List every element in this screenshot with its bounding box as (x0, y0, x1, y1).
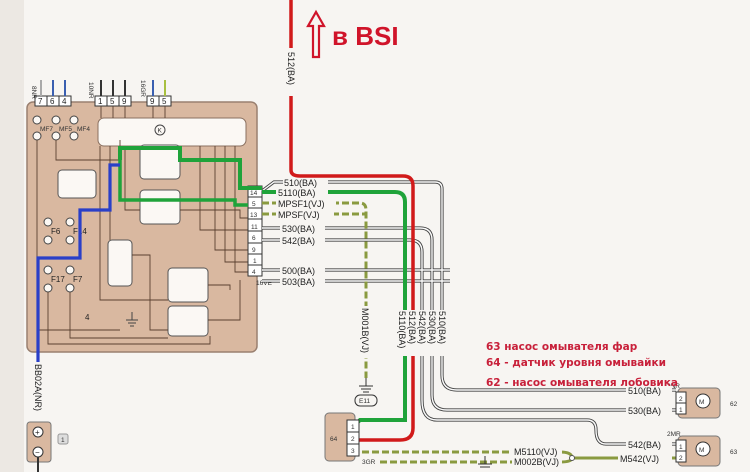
splice-wire (559, 450, 612, 464)
svg-text:10NR: 10NR (87, 82, 94, 99)
bottom-ground-icon (478, 456, 492, 468)
svg-text:2MR: 2MR (667, 431, 681, 438)
svg-text:9: 9 (252, 247, 256, 254)
svg-text:6: 6 (252, 235, 256, 242)
svg-text:7: 7 (38, 97, 43, 106)
svg-text:9: 9 (122, 97, 127, 106)
bundle-label-530: 530(BA) (427, 311, 437, 344)
blue-battery-wire (36, 163, 120, 400)
svg-text:4: 4 (62, 97, 67, 106)
ground-e11-label: E11 (359, 398, 370, 405)
bsi-wire-label: 512(BA) (286, 52, 296, 85)
ground-e11-badge (354, 394, 378, 407)
svg-text:2: 2 (351, 436, 355, 443)
wire-label-5110: 5110(BA) (278, 188, 315, 198)
bsi-label: в BSI (332, 21, 399, 51)
module-k-label: K (158, 128, 163, 135)
svg-text:13: 13 (250, 212, 258, 219)
internal-ground-icon (126, 312, 138, 327)
svg-text:1: 1 (679, 407, 683, 414)
svg-text:63: 63 (730, 449, 738, 456)
top-connector-16gr: 9 5 16GR (139, 80, 172, 107)
fuse-f6: F6 (51, 227, 61, 236)
svg-text:6: 6 (50, 97, 55, 106)
bundle-label-512: 512(BA) (407, 311, 417, 344)
svg-text:5: 5 (162, 97, 167, 106)
pump-63: 1 2 M 2MR 63 (667, 431, 738, 467)
module-k-circle (154, 124, 166, 136)
svg-text:2NR: 2NR (667, 383, 680, 390)
svg-text:8NR: 8NR (30, 86, 37, 99)
wire-label-530: 530(BA) (282, 224, 315, 234)
sensor-64: 1 2 3 64 3GR (324, 412, 376, 466)
battery: + − 1 (26, 421, 69, 472)
wire-label-500: 500(BA) (282, 266, 315, 276)
svg-text:9: 9 (150, 97, 155, 106)
wire-label-542: 542(BA) (282, 236, 315, 246)
svg-text:1: 1 (61, 437, 65, 444)
bundle-label-542: 542(BA) (417, 311, 427, 344)
svg-text:+: + (35, 428, 40, 437)
fuse-box-id: 4 (85, 313, 90, 322)
fuse-mf5: MF5 (59, 126, 72, 133)
pump63-wire-m542: M542(VJ) (620, 454, 659, 464)
svg-text:−: − (35, 448, 40, 457)
pump-62: 2 1 M 2NR 62 (667, 383, 738, 419)
svg-text:1: 1 (98, 97, 103, 106)
svg-text:M: M (699, 447, 704, 454)
ground-wire-label: M001B(VJ) (360, 308, 370, 353)
svg-text:64: 64 (330, 436, 338, 443)
internal-wiring (36, 106, 249, 345)
fuse-f17: F17 (51, 275, 65, 284)
wire-label-m5110: M5110(VJ) (514, 447, 557, 457)
top-connector-10nr: 1 5 9 10NR (87, 80, 132, 107)
pump63-wire-542: 542(BA) (628, 440, 661, 450)
red-bsi-wire (289, 0, 415, 442)
fuses (32, 115, 79, 293)
bundle-label-510: 510(BA) (437, 311, 447, 344)
annotation-62: 62 - насос омывателя лобовика (486, 377, 678, 389)
splice-point (569, 455, 575, 461)
wire-label-mpsf1: MPSF1(VJ) (278, 199, 325, 209)
wire-label-503: 503(BA) (282, 277, 315, 287)
svg-text:3GR: 3GR (362, 459, 376, 466)
svg-text:M: M (699, 399, 704, 406)
svg-text:4: 4 (252, 269, 256, 276)
fuse-f7: F7 (73, 275, 83, 284)
fuse-mf4: MF4 (77, 126, 90, 133)
ground-e11-icon (359, 378, 373, 393)
svg-text:16VE: 16VE (256, 280, 273, 287)
svg-text:1: 1 (351, 424, 355, 431)
svg-text:14: 14 (250, 190, 258, 197)
paper-edge (0, 0, 24, 472)
svg-text:11: 11 (251, 224, 258, 231)
svg-text:1: 1 (679, 444, 683, 451)
svg-text:16GR: 16GR (139, 80, 146, 97)
gray-wire-bundle (261, 180, 676, 446)
svg-text:3: 3 (351, 448, 355, 455)
top-connector-8nr: 7 6 4 8NR (30, 80, 72, 107)
svg-text:1: 1 (253, 258, 257, 265)
pump62-wire-510: 510(BA) (628, 386, 661, 396)
wire-label-mpsf: MPSF(VJ) (278, 210, 320, 220)
wire-label-510: 510(BA) (284, 178, 317, 188)
annotation-63: 63 насос омывателя фар (486, 341, 638, 353)
svg-text:5: 5 (252, 201, 256, 208)
svg-text:2: 2 (679, 396, 683, 403)
wire-label-m002b: M002B(VJ) (514, 457, 559, 467)
fuse-mf7: MF7 (40, 126, 53, 133)
side-connector-16ve: 14 5 13 11 6 9 1 4 16VE (247, 185, 273, 287)
bundle-label-5110: 5110(BA) (397, 311, 407, 348)
svg-text:2: 2 (679, 455, 683, 462)
svg-text:5: 5 (110, 97, 115, 106)
svg-text:62: 62 (730, 401, 738, 408)
battery-wire-label: BB02A(NR) (33, 364, 43, 411)
pump62-wire-530: 530(BA) (628, 406, 661, 416)
annotation-64: 64 - датчик уровня омывайки (486, 357, 666, 369)
bsi-arrow-icon (306, 9, 326, 59)
